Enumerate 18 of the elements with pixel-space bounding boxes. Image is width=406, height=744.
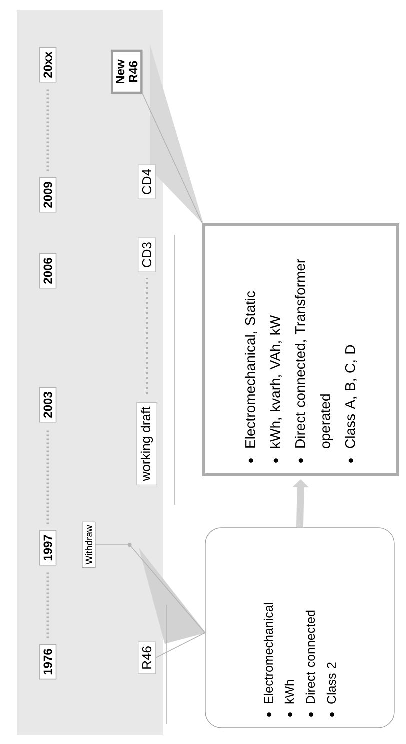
dotted-connector bbox=[146, 278, 148, 394]
leader-line bbox=[156, 632, 206, 658]
spec-box: Electromechanical kWh Direct connected Class 2 bbox=[205, 528, 395, 728]
year-box: 1976 bbox=[39, 644, 57, 680]
year-box: 2006 bbox=[39, 253, 57, 289]
leader-line bbox=[95, 543, 206, 634]
withdraw-tag: Withdraw bbox=[82, 522, 96, 568]
year-box: 2009 bbox=[39, 177, 57, 213]
version-box: CD4 bbox=[138, 164, 156, 200]
year-box: 1997 bbox=[39, 530, 57, 566]
year-box: 20xx bbox=[39, 47, 57, 83]
year-box: 2003 bbox=[39, 387, 57, 423]
spec-box: Electromechanical, Static kWh, kvarh, VAh, kW Direct connected, Transformer operated Class A, B, C, D bbox=[202, 224, 400, 476]
version-box: New R46 bbox=[111, 50, 143, 94]
leader-line bbox=[142, 94, 203, 224]
version-box: working draft bbox=[136, 402, 158, 486]
version-box: CD3 bbox=[138, 238, 156, 272]
version-box: R46 bbox=[138, 642, 156, 674]
